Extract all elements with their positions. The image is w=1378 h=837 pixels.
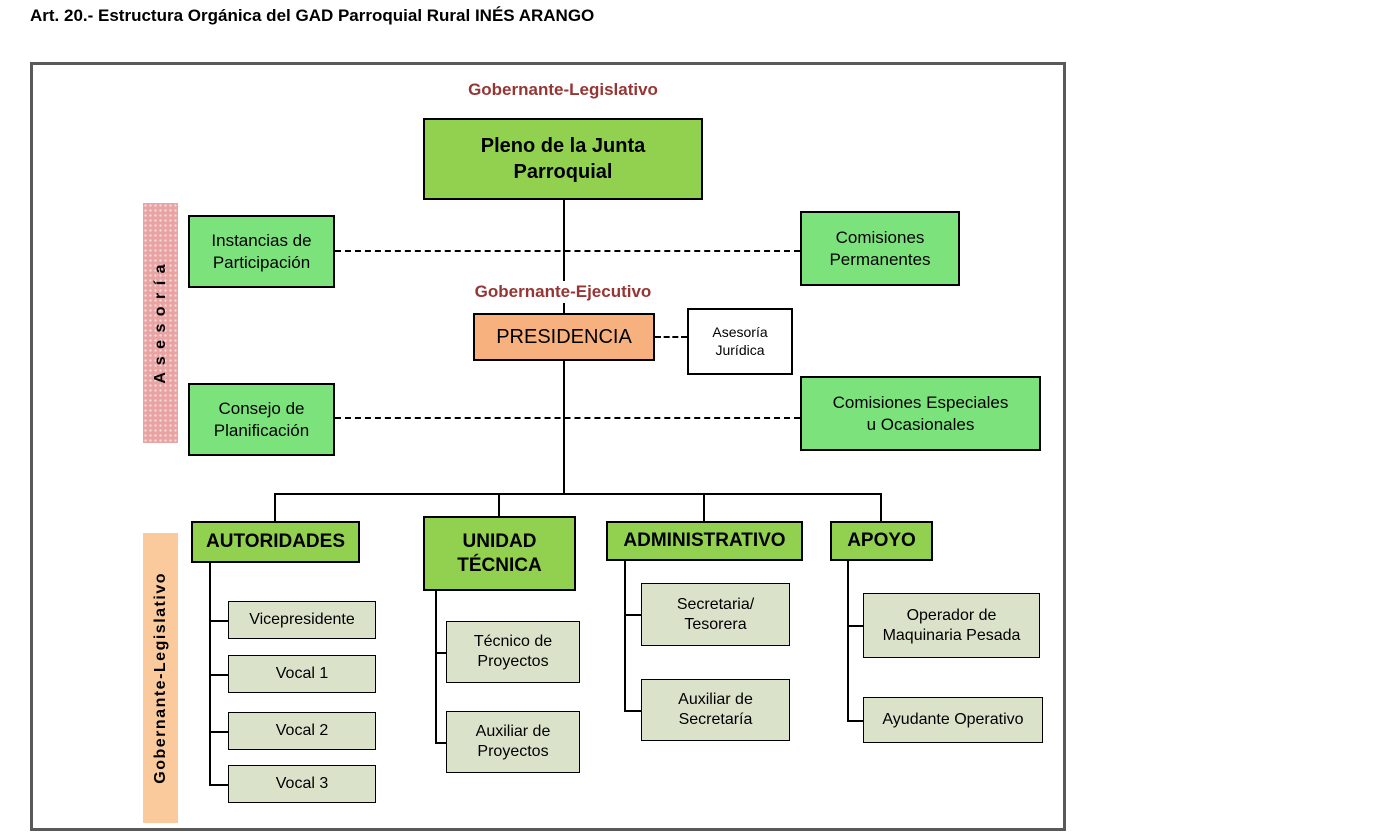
org-chart-frame: Gobernante-Legislativo Gobernante-Ejecut… — [30, 62, 1066, 831]
connector-stub-autoridades — [274, 493, 276, 521]
node-vocal-2: Vocal 2 — [228, 712, 376, 750]
node-consejo-planificacion: Consejo de Planificación — [188, 383, 335, 456]
section-label-gobernante-legislativo: Gobernante-Legislativo — [443, 79, 683, 101]
node-administrativo: ADMINISTRATIVO — [606, 521, 803, 561]
node-comisiones-especiales: Comisiones Especiales u Ocasionales — [800, 376, 1041, 451]
gobernante-legislativo-strip-label: Gobernante-Legislativo — [151, 572, 169, 784]
node-secretaria-tesorera: Secretaria/ Tesorera — [641, 583, 790, 646]
node-operador-maquinaria: Operador de Maquinaria Pesada — [863, 593, 1040, 658]
connector-dashed-instancias-comisiones — [335, 250, 800, 252]
node-tecnico-proyectos: Técnico de Proyectos — [446, 621, 580, 683]
node-instancias-participacion: Instancias de Participación — [188, 215, 335, 288]
node-ayudante-operativo: Ayudante Operativo — [863, 697, 1043, 743]
node-comisiones-permanentes: Comisiones Permanentes — [800, 211, 960, 286]
connector-stub-administrativo — [703, 493, 705, 521]
connector-stub-apoyo — [880, 493, 882, 521]
connector-administrativo-tree-vertical — [624, 561, 626, 710]
connector-administrativo-auxiliar — [624, 710, 641, 712]
connector-stub-unidad-tecnica — [498, 493, 500, 516]
connector-dashed-consejo-comisiones-especiales — [335, 417, 800, 419]
node-presidencia: PRESIDENCIA — [473, 313, 655, 361]
section-label-gobernante-ejecutivo: Gobernante-Ejecutivo — [443, 281, 683, 303]
connector-autoridades-vocal2 — [209, 731, 228, 733]
node-apoyo: APOYO — [830, 521, 933, 561]
node-vocal-3: Vocal 3 — [228, 765, 376, 803]
asesoria-strip: A s e s o r í a — [143, 203, 178, 443]
connector-apoyo-tree-vertical — [847, 561, 849, 720]
connector-unidad-auxiliar — [435, 742, 446, 744]
node-pleno-junta-parroquial: Pleno de la Junta Parroquial — [423, 118, 703, 200]
connector-unidad-tree-vertical — [435, 591, 437, 742]
gobernante-legislativo-strip: Gobernante-Legislativo — [143, 533, 178, 823]
node-vocal-1: Vocal 1 — [228, 655, 376, 693]
asesoria-strip-label: A s e s o r í a — [151, 262, 169, 384]
connector-autoridades-tree-vertical — [209, 563, 211, 784]
connector-distribution-horizontal — [274, 493, 881, 495]
connector-administrativo-secretaria — [624, 614, 641, 616]
connector-autoridades-vocal3 — [209, 784, 228, 786]
connector-unidad-tecnico — [435, 652, 446, 654]
node-autoridades: AUTORIDADES — [191, 521, 360, 563]
node-unidad-tecnica: UNIDAD TÉCNICA — [423, 516, 576, 591]
connector-dashed-presidencia-asesoria — [655, 336, 687, 338]
node-vicepresidente: Vicepresidente — [228, 601, 376, 639]
connector-apoyo-operador — [847, 625, 863, 627]
node-asesoria-juridica: Asesoría Jurídica — [687, 308, 793, 375]
connector-apoyo-ayudante — [847, 720, 863, 722]
node-auxiliar-secretaria: Auxiliar de Secretaría — [641, 679, 790, 741]
node-auxiliar-proyectos: Auxiliar de Proyectos — [446, 711, 580, 773]
page-title: Art. 20.- Estructura Orgánica del GAD Pa… — [30, 6, 595, 25]
connector-autoridades-vocal1 — [209, 674, 228, 676]
connector-autoridades-vicepresidente — [209, 620, 228, 622]
